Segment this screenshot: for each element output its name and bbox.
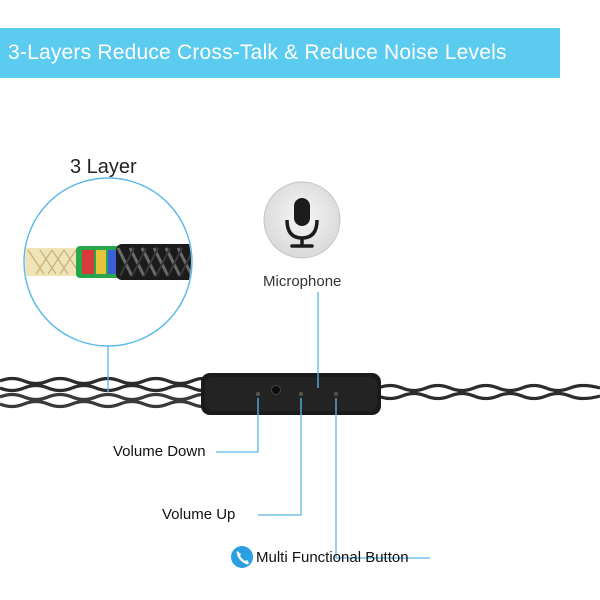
microphone-icon bbox=[263, 181, 341, 259]
three-layer-label: 3 Layer bbox=[70, 156, 137, 178]
mic-hole bbox=[271, 385, 281, 395]
cable-right bbox=[377, 383, 600, 401]
cable-left bbox=[0, 376, 212, 409]
banner-title: 3-Layers Reduce Cross-Talk & Reduce Nois… bbox=[8, 41, 507, 64]
volume-down-button bbox=[256, 392, 260, 396]
cable-magnifier bbox=[23, 177, 193, 347]
microphone-label: Microphone bbox=[263, 273, 342, 290]
multi-function-label: Multi Functional Button bbox=[256, 549, 409, 566]
volume-up-button bbox=[299, 392, 303, 396]
volume-up-label: Volume Up bbox=[162, 506, 236, 523]
title-banner: 3-Layers Reduce Cross-Talk & Reduce Nois… bbox=[0, 28, 560, 78]
phone-icon bbox=[231, 546, 253, 568]
callout-lines bbox=[107, 292, 430, 559]
multi-function-button bbox=[334, 392, 338, 396]
volume-down-label: Volume Down bbox=[113, 443, 206, 460]
inline-remote bbox=[201, 373, 381, 415]
